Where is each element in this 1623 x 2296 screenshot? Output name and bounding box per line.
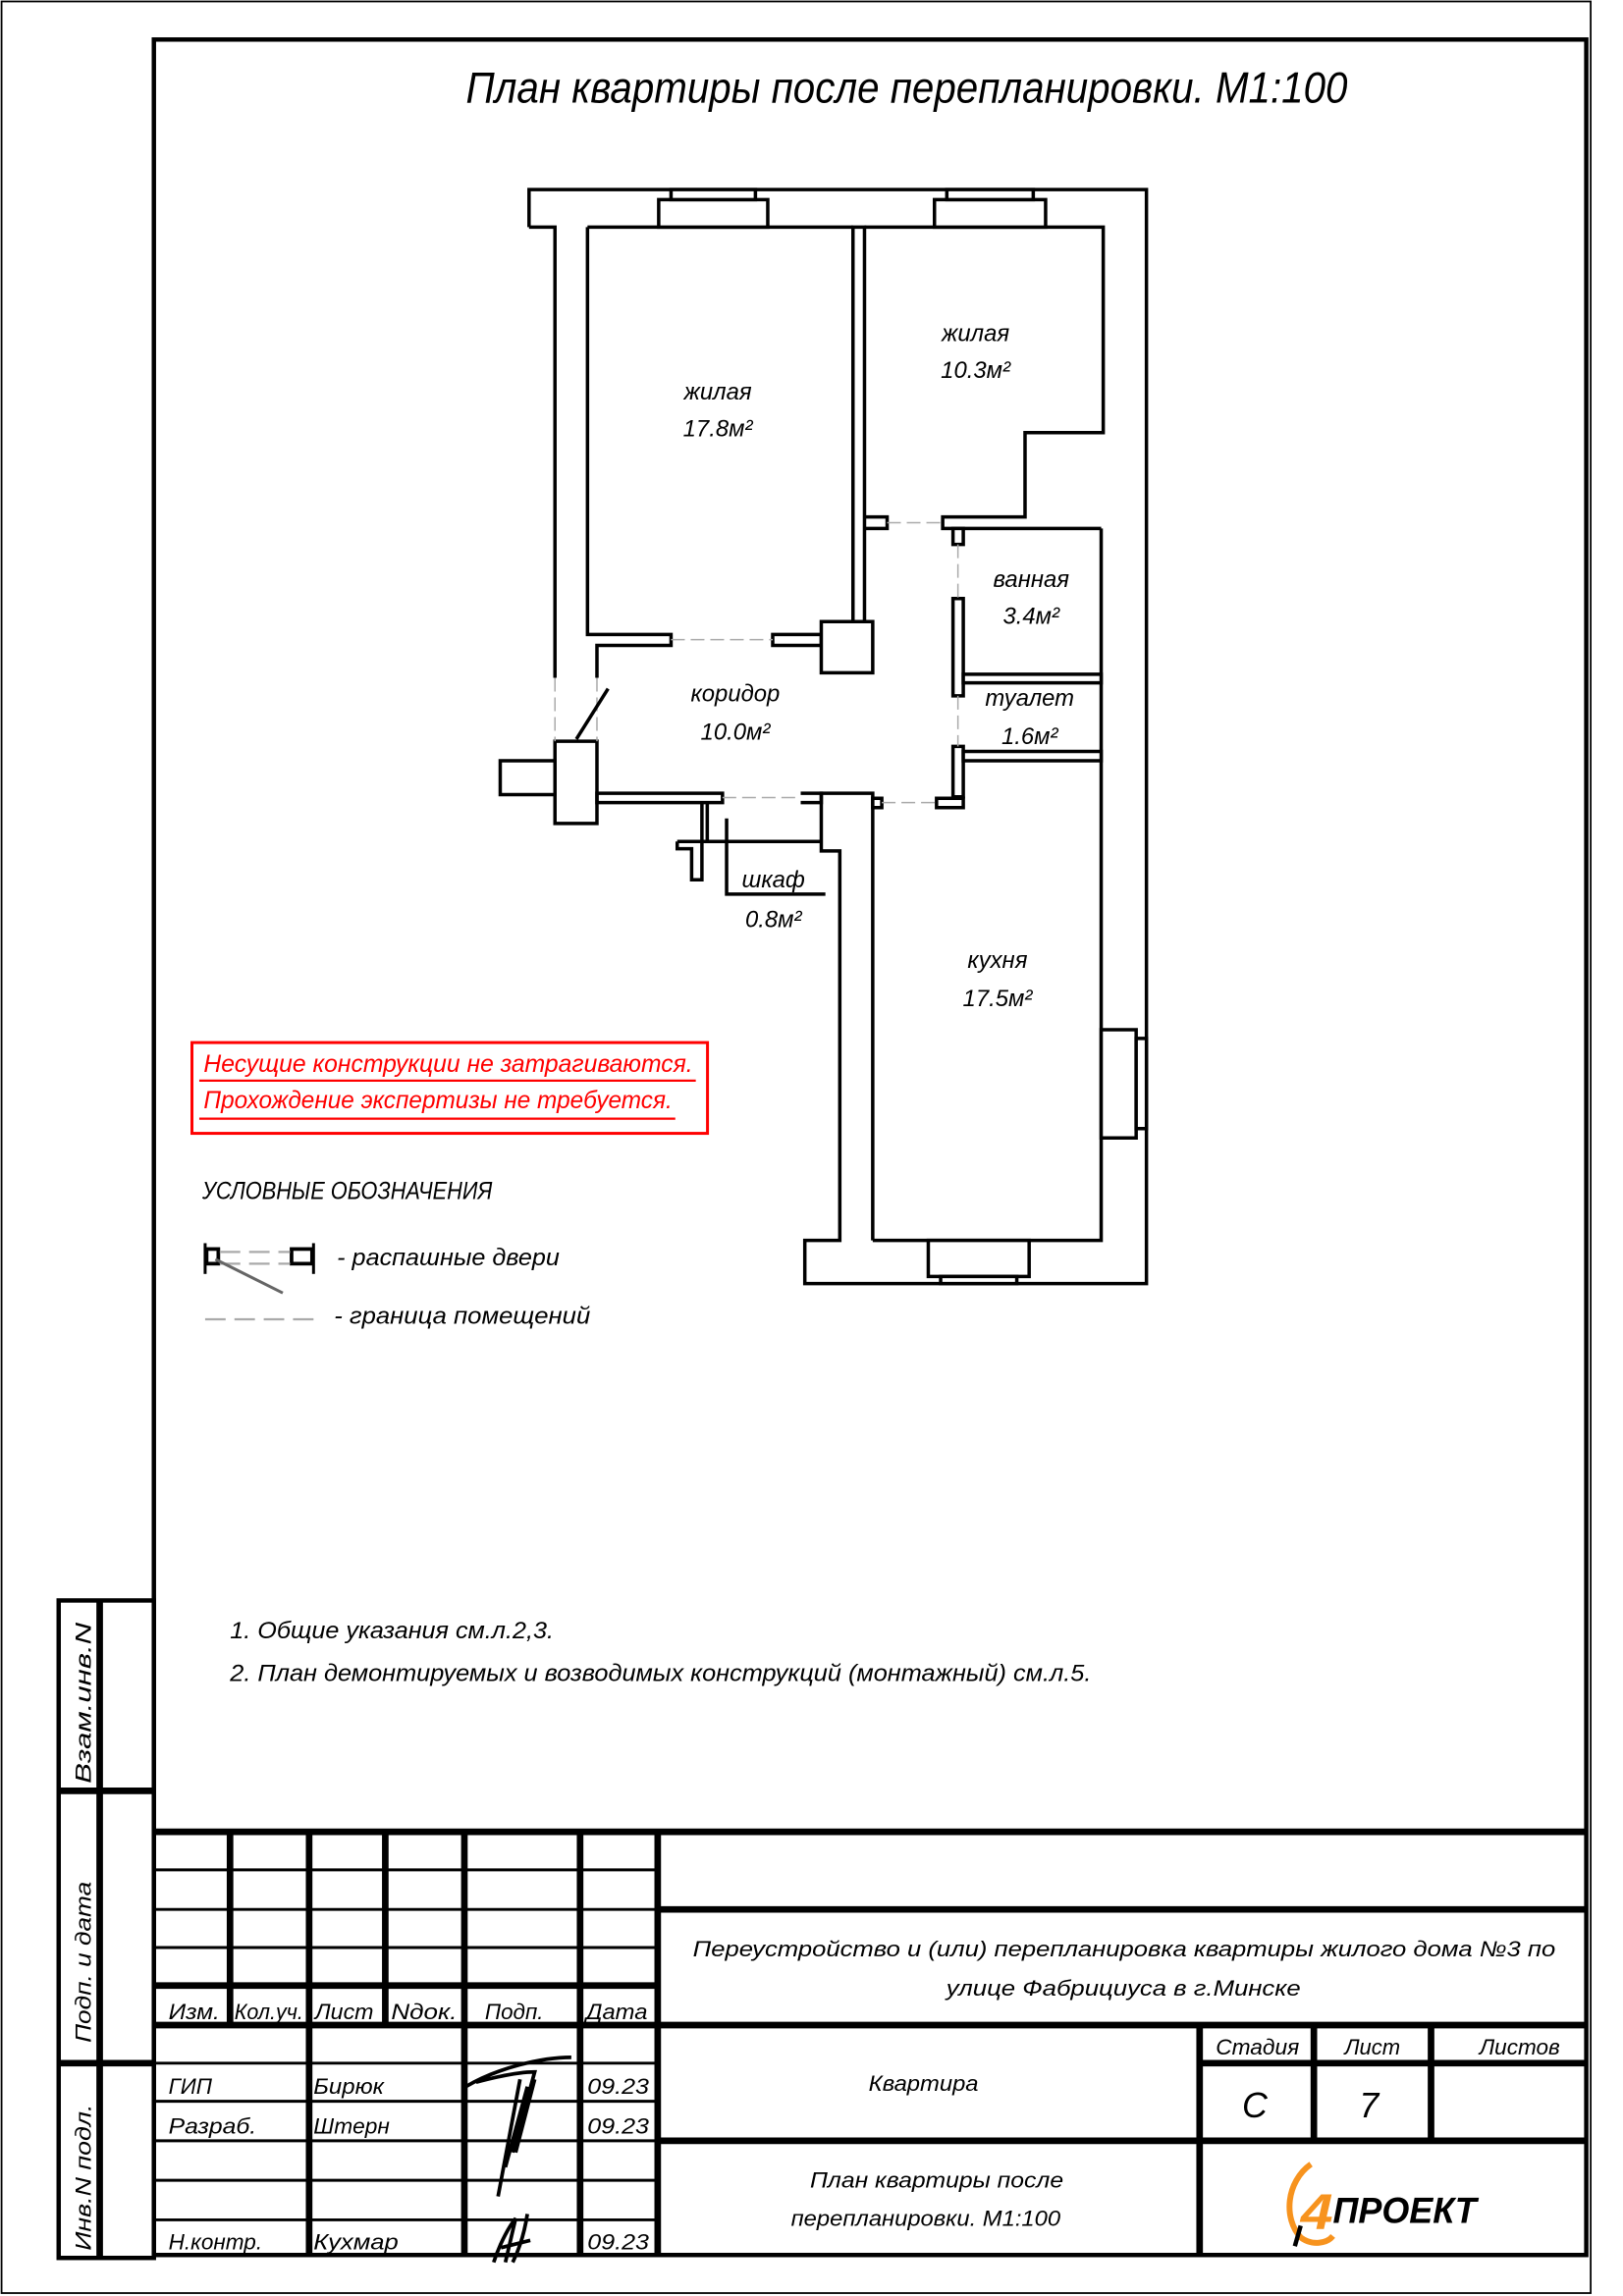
notice-line: Прохождение экспертизы не требуется.	[203, 1087, 672, 1114]
floor-plan	[500, 189, 1146, 1284]
legend-title: УСЛОВНЫЕ ОБОЗНАЧЕНИЯ	[201, 1178, 493, 1205]
sheets-label: Листов	[1478, 2035, 1560, 2059]
header-label: Nдок.	[391, 2000, 457, 2024]
object-name: Квартира	[869, 2071, 979, 2096]
company-logo: 4 ПРОЕКТ	[1286, 2162, 1480, 2247]
room-boundaries	[555, 523, 957, 803]
side-label: Подп. и дата	[72, 1882, 96, 2043]
side-label: Инв.N подл.	[72, 2105, 96, 2251]
room-area: 17.5м²	[963, 986, 1034, 1012]
notice-box: Несущие конструкции не затрагиваются. Пр…	[190, 1041, 710, 1136]
room-area: 10.0м²	[701, 719, 772, 745]
stage-label: Стадия	[1216, 2035, 1299, 2059]
room-name: ванная	[994, 566, 1070, 593]
legend: УСЛОВНЫЕ ОБОЗНАЧЕНИЯ - распашные двери -…	[201, 1178, 590, 1330]
date: 09.23	[587, 2113, 649, 2138]
note: 2. План демонтируемых и возводимых конст…	[229, 1660, 1091, 1686]
room-name: коридор	[691, 681, 781, 708]
header-label: Подп.	[485, 2000, 544, 2024]
room-area: 1.6м²	[1001, 723, 1059, 750]
door-swing	[576, 689, 608, 739]
side-strip: Взам.инв.N Подп. и дата Инв.N подл.	[56, 1598, 156, 2261]
room-name: кухня	[967, 947, 1027, 974]
windows	[659, 189, 1147, 1284]
drawing-title: План квартиры после перепланировки. М1:1…	[465, 63, 1347, 112]
sheet-title: перепланировки. М1:100	[791, 2206, 1061, 2230]
role: Разраб.	[169, 2113, 257, 2138]
signature-icon	[464, 2055, 571, 2197]
title-block: Изм. Кол.уч. Лист Nдок. Подп. Дата ГИП Б…	[153, 1828, 1587, 2264]
side-label: Взам.инв.N	[72, 1622, 96, 1784]
notice-line: Несущие конструкции не затрагиваются.	[203, 1050, 692, 1078]
room-labels: жилая 17.8м² жилая 10.3м² ванная 3.4м² к…	[682, 321, 1074, 1012]
room-name: шкаф	[742, 867, 805, 893]
project-title: улице Фабрициуса в г.Минске	[944, 1976, 1300, 2001]
room-area: 17.8м²	[683, 416, 754, 443]
legend-label: - граница помещений	[334, 1304, 590, 1330]
room-name: жилая	[682, 379, 751, 405]
project-title: Переустройство и (или) перепланировка кв…	[693, 1937, 1556, 1961]
note: 1. Общие указания см.л.2,3.	[230, 1618, 554, 1644]
person-name: Штерн	[313, 2113, 390, 2138]
room-name: жилая	[941, 321, 1009, 347]
role: ГИП	[169, 2074, 213, 2099]
room-name: туалет	[985, 685, 1074, 712]
role: Н.контр.	[169, 2229, 262, 2254]
room-area: 0.8м²	[745, 906, 803, 933]
door-symbol-icon	[203, 1243, 315, 1295]
svg-text:ПРОЕКТ: ПРОЕКТ	[1333, 2189, 1480, 2230]
sheet-value: 7	[1359, 2086, 1380, 2125]
room-area: 10.3м²	[941, 357, 1011, 384]
person-name: Бирюк	[313, 2074, 385, 2099]
signature-icon	[492, 2214, 531, 2264]
room-area: 3.4м²	[1003, 603, 1061, 629]
header-label: Изм.	[169, 2000, 220, 2024]
sheet-title: План квартиры после	[810, 2168, 1063, 2193]
date: 09.23	[587, 2229, 649, 2254]
person-name: Кухмар	[313, 2229, 399, 2254]
header-label: Кол.уч.	[235, 2000, 303, 2024]
date: 09.23	[587, 2074, 649, 2099]
sheet-label: Лист	[1343, 2035, 1401, 2059]
legend-label: - распашные двери	[337, 1245, 560, 1271]
header-label: Лист	[313, 2000, 374, 2024]
svg-text:4: 4	[1300, 2183, 1333, 2239]
header-label: Дата	[583, 2000, 648, 2024]
column	[821, 621, 872, 672]
entrance-stub	[500, 761, 555, 795]
walls	[500, 189, 1146, 1284]
stage-value: С	[1242, 2086, 1269, 2125]
inner-frame	[151, 37, 1589, 2258]
